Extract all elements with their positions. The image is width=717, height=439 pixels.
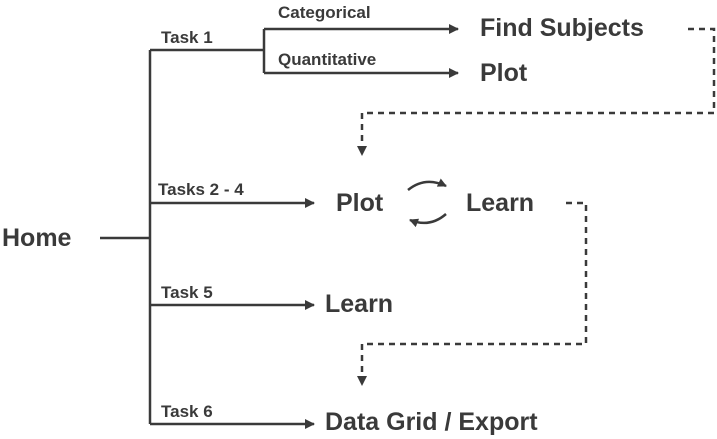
quantitative-label: Quantitative: [278, 50, 377, 69]
find-subjects-node: Find Subjects: [480, 14, 644, 42]
categorical-label: Categorical: [278, 3, 371, 22]
cycle-arrow-bottom: [409, 213, 447, 228]
task1-label: Task 1: [161, 28, 213, 47]
learn-mid-node: Learn: [466, 189, 535, 217]
task5-label: Task 5: [161, 283, 213, 302]
plot-top-node: Plot: [480, 59, 528, 87]
task6-label: Task 6: [161, 402, 213, 421]
home-label: Home: [2, 224, 72, 252]
dashed-link-learn-to-learn: [357, 201, 588, 386]
plot-mid-node: Plot: [336, 189, 384, 217]
dashed-link-find-subjects-to-plot: [357, 27, 716, 156]
learn-task5-node: Learn: [325, 290, 394, 318]
data-grid-node: Data Grid / Export: [325, 408, 538, 436]
tasks24-label: Tasks 2 - 4: [158, 180, 244, 199]
cycle-arrow-top: [407, 178, 447, 191]
